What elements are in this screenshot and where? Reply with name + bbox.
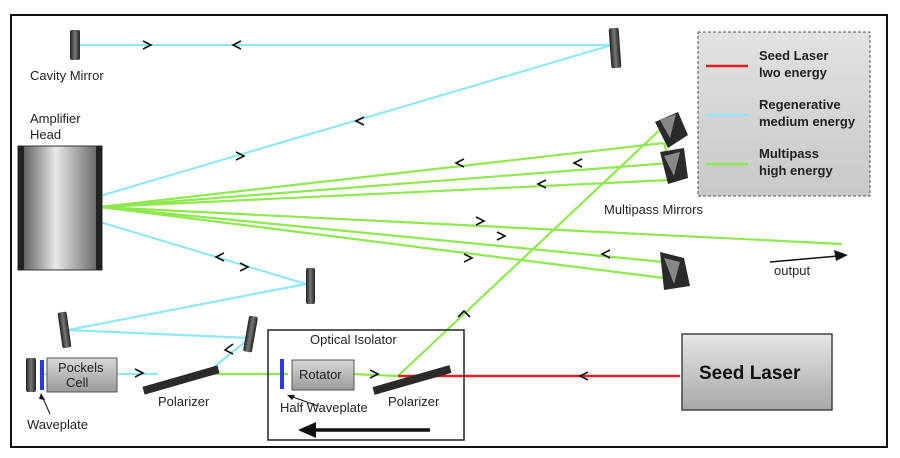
waveplate-label: Waveplate [27,417,88,432]
amplifier-head-label-2: Head [30,127,61,142]
optical-isolator-label: Optical Isolator [310,332,397,347]
left-fold-mirror [57,311,72,349]
legend-regen-line1: Regenerative [759,97,841,112]
legend-multipass-line1: Multipass [759,146,819,161]
legend-seed-line2: lwo energy [759,65,828,80]
rotator-label: Rotator [299,367,342,382]
multipass-mirrors-label: Multipass Mirrors [604,202,703,217]
half-waveplate-pointer [287,395,319,407]
waveplate [40,360,44,390]
direction-arrows [134,40,611,381]
polarizer-fold-mirror [243,315,258,353]
fold-mirror [306,268,315,304]
waveplate-pointer [39,393,51,415]
multipass-beams [99,125,843,378]
polarizer-right [372,365,452,395]
top-right-mirror [608,27,622,69]
legend-regen-line2: medium energy [759,114,856,129]
half-waveplate-label: Half Waveplate [280,400,368,415]
polarizer-right-label: Polarizer [388,394,440,409]
polarizer-left-label: Polarizer [158,394,210,409]
legend-seed-line1: Seed Laser [759,48,828,63]
end-mirror [26,358,36,392]
seed-laser [681,333,833,411]
amplifier-head [17,145,103,271]
cavity-mirror [70,30,80,60]
output-label: output [774,263,811,278]
amplifier-head-label-1: Amplifier [30,111,81,126]
pockels-cell-label-1: Pockels [58,360,104,375]
rotator [291,359,355,391]
legend-multipass-line2: high energy [759,163,833,178]
half-waveplate [280,359,284,389]
isolator-direction-arrow [298,422,430,438]
pockels-cell [46,357,118,393]
seed-laser-label: Seed Laser [699,363,801,384]
cavity-mirror-label: Cavity Mirror [30,68,104,83]
pockels-cell-label-2: Cell [66,375,89,390]
optical-isolator-box [267,329,465,441]
output-arrow [769,250,848,263]
polarizer-left [142,365,220,395]
multipass-mirrors [655,112,690,290]
